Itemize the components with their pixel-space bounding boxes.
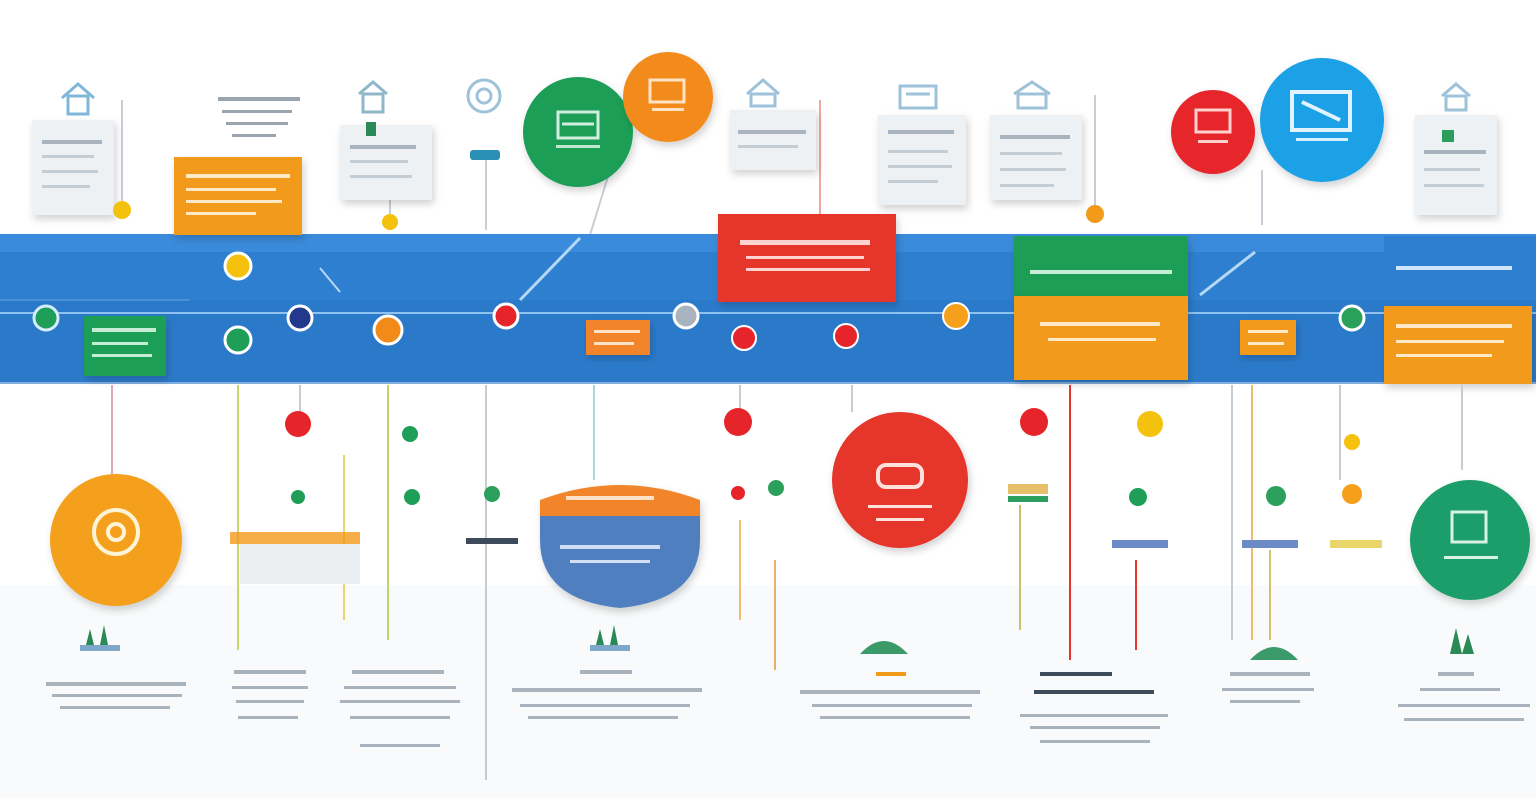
card-orange-1 [174, 157, 302, 235]
chart-icon [898, 84, 938, 110]
presentation-icon [556, 110, 600, 140]
plant-icon [1250, 647, 1298, 660]
text-block-top-1 [218, 97, 300, 137]
text-block-3 [340, 670, 460, 747]
text-block-6 [1020, 672, 1168, 743]
bottom-connectors [111, 385, 1463, 780]
text-block-4 [512, 670, 702, 719]
background-panels [0, 585, 1536, 798]
top-connectors [121, 95, 1263, 236]
node-11 [1338, 304, 1366, 332]
top-circles [523, 52, 1384, 187]
card-blue-right [1384, 236, 1536, 298]
info-card-1 [32, 82, 114, 215]
circle-orange-bottom [50, 474, 182, 606]
node-4 [286, 304, 314, 332]
screen-icon [1450, 510, 1488, 544]
document-icon [358, 80, 388, 114]
text-block-1 [46, 682, 186, 709]
calendar-icon [1194, 108, 1232, 134]
band-cards [84, 157, 1536, 384]
circle-green-top [523, 77, 633, 187]
node-10 [942, 302, 970, 330]
node-14 [1086, 205, 1104, 223]
node-3 [223, 325, 253, 355]
bottom-markers [230, 408, 1382, 584]
leaf-icon [1441, 82, 1471, 112]
card-green-2 [1014, 236, 1188, 298]
lock-icon [470, 150, 500, 160]
circle-red-top [1171, 90, 1255, 174]
globe-icon [466, 78, 502, 114]
text-block-8 [1398, 672, 1530, 721]
card-orange-2 [586, 320, 650, 355]
circle-green-bottom [1410, 480, 1530, 600]
bottom-circles [50, 412, 1530, 608]
shield-blue [540, 485, 700, 608]
plant-icon [590, 625, 630, 651]
house-icon [61, 82, 95, 116]
info-card-6 [1415, 82, 1497, 215]
display-icon [648, 78, 686, 104]
info-card-2 [340, 80, 432, 200]
info-card-3 [730, 78, 816, 170]
node-1 [32, 304, 60, 332]
node-12 [113, 201, 131, 219]
node-2 [223, 251, 253, 281]
cloud-icon [876, 463, 924, 489]
gear-icon [92, 508, 140, 556]
node-13 [382, 214, 398, 230]
circle-red-bottom [832, 412, 968, 548]
node-9 [833, 323, 859, 349]
node-8 [731, 325, 757, 351]
card-orange-4 [1240, 320, 1296, 355]
monitor-icon [1290, 90, 1352, 132]
card-red-1 [718, 214, 896, 302]
card-green-1 [84, 316, 166, 376]
building-icon [746, 78, 780, 108]
cube-icon [1013, 80, 1051, 110]
node-6 [492, 302, 520, 330]
text-block-2 [232, 670, 308, 719]
card-orange-right [1384, 306, 1532, 384]
plant-icon [860, 641, 908, 654]
circle-blue-top [1260, 58, 1384, 182]
top-info-cards [32, 78, 1497, 215]
info-card-4 [878, 84, 966, 205]
plant-icon [1450, 628, 1474, 654]
timeline-nodes [32, 201, 1366, 355]
card-orange-3 [1014, 296, 1188, 380]
text-block-7 [1222, 672, 1314, 703]
bottom-text-blocks [46, 670, 1530, 747]
circle-orange-top [623, 52, 713, 142]
info-card-5 [990, 80, 1082, 200]
node-7 [672, 302, 700, 330]
plant-icon [80, 625, 120, 651]
bottom-plants [80, 625, 1474, 660]
text-block-5 [800, 672, 980, 719]
node-5 [372, 314, 404, 346]
